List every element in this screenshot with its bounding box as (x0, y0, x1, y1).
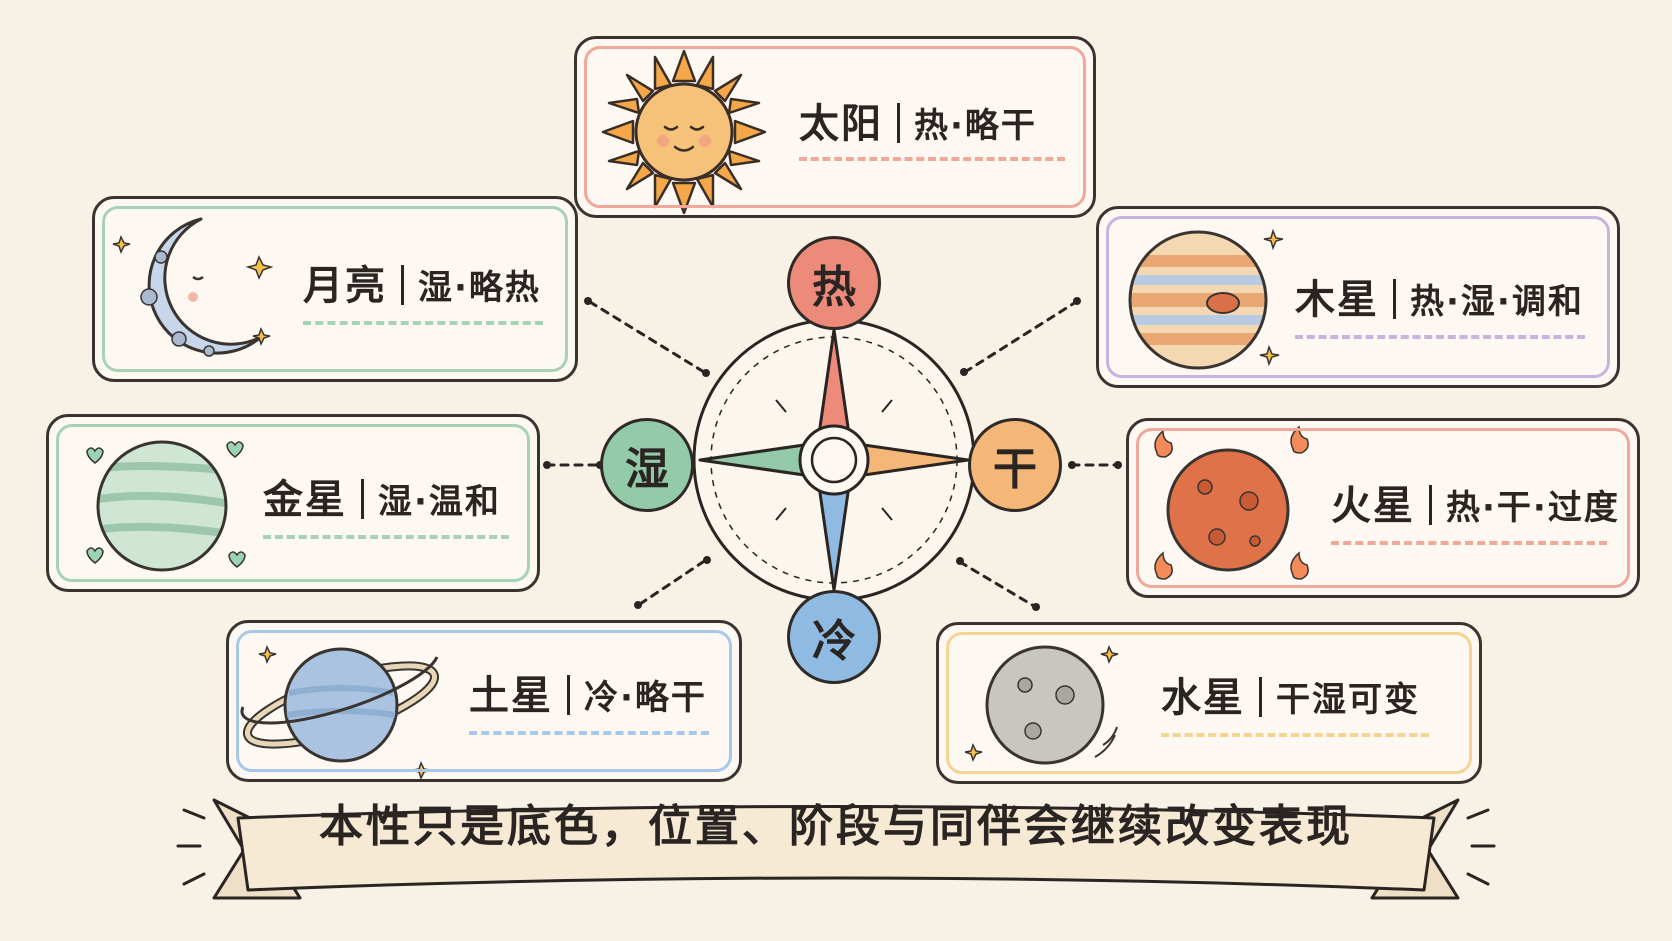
planet-name-sun: 太阳 (799, 101, 883, 147)
planet-name-jupiter: 木星 (1295, 277, 1379, 323)
banner-text: 本性只是底色，位置、阶段与同伴会继续改变表现 (319, 801, 1353, 852)
planet-name-mercury: 水星 (1161, 675, 1245, 721)
planet-quality-sun: 热·略干 (914, 106, 1037, 146)
card-venus: 金星湿·温和 (46, 414, 540, 592)
card-moon: 月亮湿·略热 (92, 196, 578, 382)
connector-mercury (958, 560, 1036, 608)
card-saturn: 土星冷·略干 (226, 620, 742, 782)
connector-jupiter (963, 300, 1078, 374)
node-hot: 热 (787, 236, 881, 330)
planet-quality-jupiter: 热·湿·调和 (1410, 282, 1584, 322)
planet-quality-moon: 湿·略热 (418, 268, 541, 308)
planet-name-mars: 火星 (1331, 483, 1415, 529)
node-wet: 湿 (600, 418, 694, 512)
card-jupiter: 木星热·湿·调和 (1096, 206, 1620, 388)
planet-quality-mercury: 干湿可变 (1276, 680, 1420, 720)
planet-quality-venus: 湿·温和 (378, 482, 501, 522)
mars-icon (1154, 425, 1309, 580)
compass (692, 318, 976, 602)
venus-icon (86, 440, 246, 572)
planet-name-moon: 月亮 (303, 263, 387, 309)
sun-icon (601, 49, 767, 215)
planet-name-saturn: 土星 (469, 673, 553, 719)
saturn-icon (240, 645, 440, 780)
planet-quality-mars: 热·干·过度 (1446, 488, 1620, 528)
card-sun: 太阳热·略干 (574, 36, 1096, 218)
connector-saturn (638, 558, 708, 606)
moon-icon (112, 217, 274, 357)
node-dry: 干 (968, 418, 1062, 512)
banner-ribbon (176, 798, 1496, 900)
card-mercury: 水星干湿可变 (936, 622, 1482, 784)
node-cold: 冷 (787, 590, 881, 684)
planet-name-venus: 金星 (263, 477, 347, 523)
connector-moon (588, 300, 706, 374)
jupiter-icon (1128, 228, 1283, 370)
connectors (545, 300, 1120, 608)
planet-quality-saturn: 冷·略干 (584, 678, 707, 718)
mercury-icon (964, 645, 1119, 765)
card-mars: 火星热·干·过度 (1126, 418, 1640, 598)
